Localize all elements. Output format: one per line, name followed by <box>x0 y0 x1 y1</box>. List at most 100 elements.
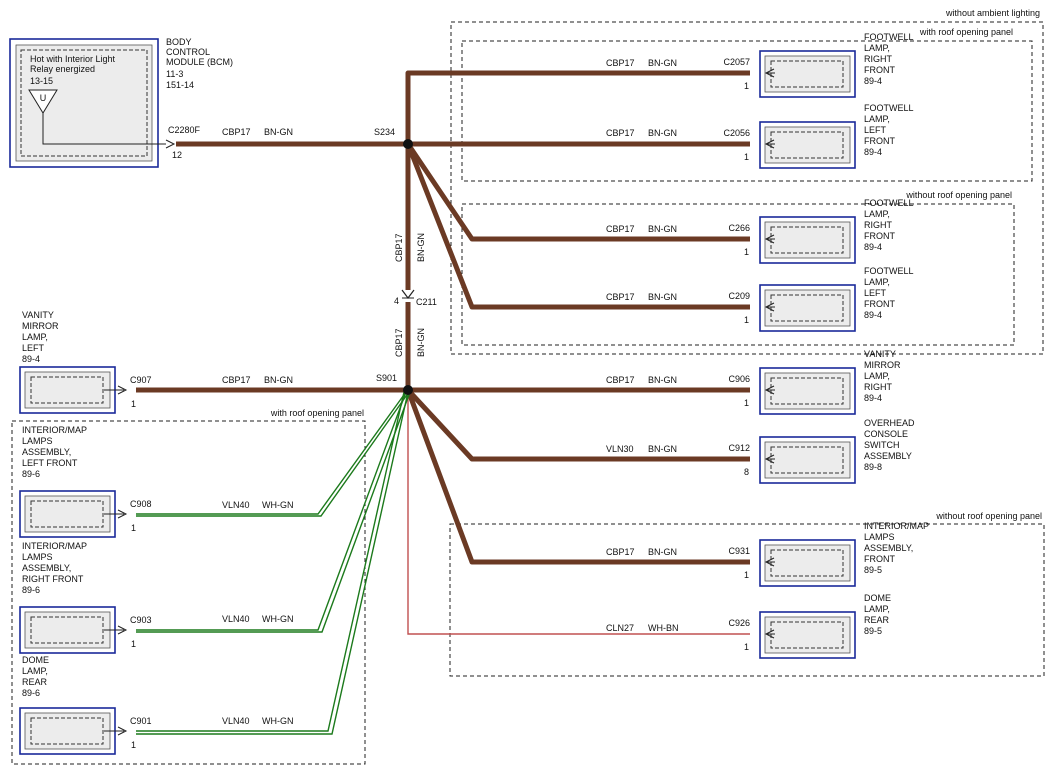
component-name-line: FOOTWELL <box>864 266 914 276</box>
component-name-line: RIGHT <box>864 54 893 64</box>
component-name-line: 89-8 <box>864 462 882 472</box>
bcm-pin: 12 <box>172 150 182 160</box>
component-name-line: 89-6 <box>22 688 40 698</box>
label-without-roof-panel-bottom: without roof opening panel <box>935 511 1042 521</box>
connector-label: C907 <box>130 375 152 385</box>
component-name-line: LAMP, <box>864 114 890 124</box>
pin-label: 1 <box>744 315 749 325</box>
svg-text:CBP17: CBP17 <box>606 547 635 557</box>
u-symbol-icon <box>28 89 58 114</box>
component-name-line: ASSEMBLY, <box>22 447 71 457</box>
component-name-line: VANITY <box>22 310 54 320</box>
component-name-line: INTERIOR/MAP <box>22 425 87 435</box>
svg-text:BN-GN: BN-GN <box>264 127 293 137</box>
pin-label: 1 <box>744 642 749 652</box>
component-name-line: FOOTWELL <box>864 198 914 208</box>
svg-text:CBP17: CBP17 <box>606 128 635 138</box>
svg-text:BN-GN: BN-GN <box>648 58 677 68</box>
svg-text:WH-GN: WH-GN <box>262 614 294 624</box>
bcm-inner-line-2: Relay energized <box>30 64 95 74</box>
wire-s234-c266 <box>405 142 750 242</box>
component-name-line: LAMP, <box>864 43 890 53</box>
label-without-ambient-lighting: without ambient lighting <box>945 8 1040 18</box>
component-name-line: ASSEMBLY <box>864 451 912 461</box>
svg-text:CBP17: CBP17 <box>606 292 635 302</box>
wire-s234-c2057 <box>405 70 750 144</box>
splice-s901-dot <box>403 385 413 395</box>
svg-text:VLN40: VLN40 <box>222 614 250 624</box>
bcm-inner-line-3: 13-15 <box>30 76 53 86</box>
component-name-line: LAMP, <box>22 666 48 676</box>
component-name-line: SWITCH <box>864 440 900 450</box>
splice-s234-label: S234 <box>374 127 395 137</box>
svg-text:CBP17: CBP17 <box>606 224 635 234</box>
connector-label: C901 <box>130 716 152 726</box>
component-name-line: MIRROR <box>22 321 59 331</box>
splice-s234-dot <box>403 139 413 149</box>
connector-label: C906 <box>728 374 750 384</box>
svg-text:BN-GN: BN-GN <box>648 547 677 557</box>
wire-label-c926: CLN27 WH-BN <box>606 623 679 633</box>
c211-label: C211 <box>416 297 437 307</box>
bcm-name-line-3: MODULE (BCM) <box>166 57 233 67</box>
wire-label-c903: VLN40 WH-GN <box>222 614 294 624</box>
pin-label: 1 <box>744 152 749 162</box>
component-name-line: DOME <box>22 655 49 665</box>
label-without-roof-panel-mid: without roof opening panel <box>905 190 1012 200</box>
label-with-roof-panel-top: with roof opening panel <box>919 27 1013 37</box>
wire-label-c912: VLN30 BN-GN <box>606 444 677 454</box>
component-name-line: 89-4 <box>864 76 882 86</box>
connector-label: C2057 <box>723 57 750 67</box>
pin-label: 1 <box>744 81 749 91</box>
svg-text:BN-GN: BN-GN <box>416 233 426 262</box>
connector-label: C903 <box>130 615 152 625</box>
bcm-inner-line-1: Hot with Interior Light <box>30 54 116 64</box>
svg-text:BN-GN: BN-GN <box>648 444 677 454</box>
svg-text:CBP17: CBP17 <box>394 328 404 357</box>
svg-text:BN-GN: BN-GN <box>264 375 293 385</box>
component-name-line: FRONT <box>864 299 895 309</box>
connector-arrow-icon <box>117 726 128 736</box>
component-name-line: LEFT <box>864 125 887 135</box>
component-name-line: INTERIOR/MAP <box>864 521 929 531</box>
component-name-line: 89-5 <box>864 565 882 575</box>
wire-s901-c912 <box>406 388 750 462</box>
component-name-line: LAMP, <box>864 371 890 381</box>
component-name-line: 89-4 <box>864 310 882 320</box>
component-name-line: FOOTWELL <box>864 103 914 113</box>
box-without-roof-panel-bottom <box>449 523 1045 677</box>
component-name-line: REAR <box>864 615 890 625</box>
svg-text:CLN27: CLN27 <box>606 623 634 633</box>
wire-s901-c931 <box>405 389 750 565</box>
wire-label-c906: CBP17 BN-GN <box>606 375 677 385</box>
wire-s901-c926 <box>407 390 750 635</box>
component-name-line: 89-4 <box>864 147 882 157</box>
component-name-line: ASSEMBLY, <box>864 543 913 553</box>
svg-text:CBP17: CBP17 <box>606 58 635 68</box>
connector-label: C926 <box>728 618 750 628</box>
c211-connector-icon <box>401 289 415 299</box>
component-name-line: INTERIOR/MAP <box>22 541 87 551</box>
connector-label: C931 <box>728 546 750 556</box>
component-name-line: RIGHT FRONT <box>22 574 84 584</box>
connector-arrow-icon <box>117 509 128 519</box>
component-name-line: LAMP, <box>864 604 890 614</box>
component-name-line: LEFT <box>22 343 45 353</box>
box-without-ambient-lighting <box>450 21 1044 355</box>
component-name-line: 89-4 <box>864 242 882 252</box>
wire-label-bcm-s234: CBP17 BN-GN <box>222 127 293 137</box>
component-name-line: 89-6 <box>22 469 40 479</box>
svg-text:BN-GN: BN-GN <box>648 224 677 234</box>
connector-label: C912 <box>728 443 750 453</box>
wire-label-c266: CBP17 BN-GN <box>606 224 677 234</box>
svg-text:BN-GN: BN-GN <box>648 292 677 302</box>
wire-label-c2056: CBP17 BN-GN <box>606 128 677 138</box>
svg-text:CBP17: CBP17 <box>222 127 251 137</box>
